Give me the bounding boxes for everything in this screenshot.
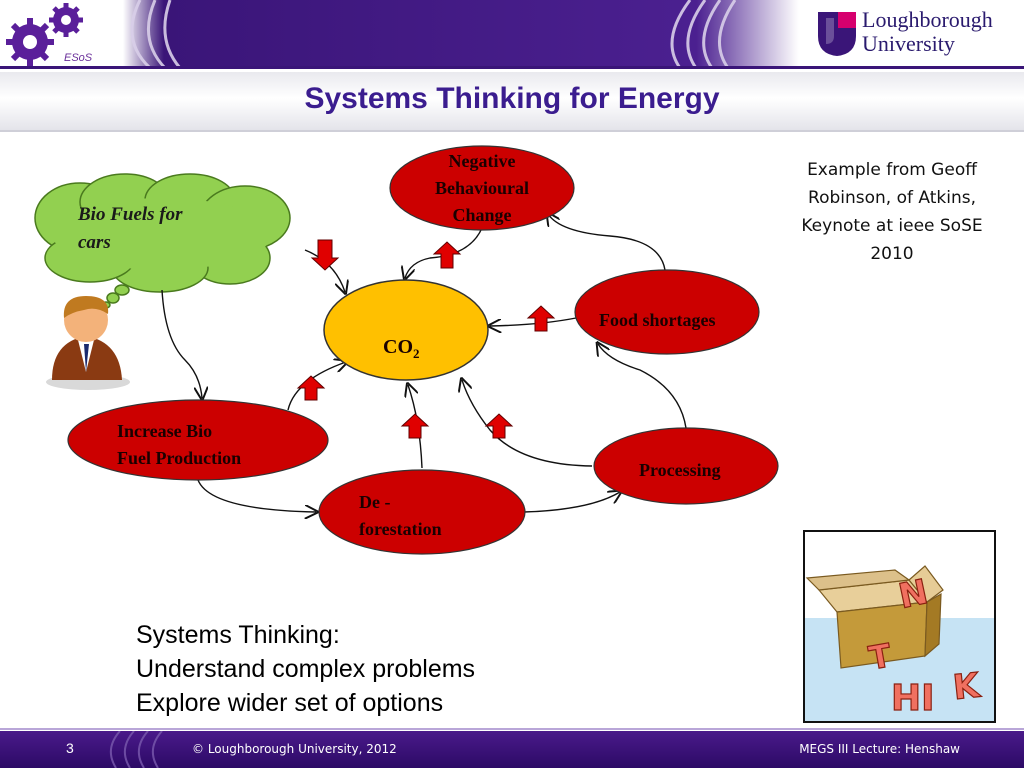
think-outside-box-image: N T HI K [803,530,996,723]
think-letter: N [895,572,931,617]
bullet-line: Understand complex problems [136,655,476,683]
edge-food-negative [548,214,666,271]
increase-label-line2: Fuel Production [117,448,242,468]
edge-negative-co2 [405,227,483,278]
think-letter: T [866,636,894,677]
bullet-line: Systems Thinking: [136,621,340,649]
cloud-label: Bio Fuels for cars [78,201,228,257]
think-letter: HI [891,678,935,719]
university-name: Loughborough University [862,8,993,56]
arrow-up-icon [432,241,462,269]
slide-title: Systems Thinking for Energy [304,82,720,115]
node-co2 [323,279,489,381]
example-note: Example from Geoff Robinson, of Atkins, … [780,156,1004,268]
arrow-up-icon [400,413,430,439]
cloud-label-line1: Bio Fuels for [78,204,183,225]
co2-text: CO [383,336,413,358]
university-logo-icon [818,12,856,56]
deforestation-label: De - forestation [359,489,442,543]
university-name-line1: Loughborough [862,7,993,32]
edge-deforest-processing [523,492,620,513]
footer-lecture: MEGS III Lecture: Henshaw [799,742,960,756]
negative-label: Negative Behavioural Change [412,148,552,229]
systems-thinking-text: Systems Thinking: Understand complex pro… [136,618,475,720]
cloud-label-line2: cars [78,232,111,253]
footer-swoosh [109,731,163,768]
co2-subscript: 2 [413,346,420,361]
footer-divider [0,728,1024,730]
person-icon [46,296,130,390]
processing-label: Processing [639,460,721,480]
slide-number: 3 [66,740,74,756]
negative-label-line3: Change [452,205,512,225]
edge-food-co2 [490,317,577,326]
deforestation-label-line2: forestation [359,519,442,539]
edge-processing-food [598,344,687,429]
negative-label-line1: Negative [448,151,516,171]
slide-footer [0,731,1024,768]
gear-icon [6,3,83,66]
arrow-up-icon [296,375,326,401]
example-line1: Example from Geoff [807,160,977,180]
increase-label: Increase Bio Fuel Production [117,418,241,472]
edge-cloud-increase [161,289,202,398]
bullet-line: Explore wider set of options [136,689,444,717]
esos-logo-label: ESoS [64,52,93,64]
box-illustration: N T HI K [805,565,994,721]
header-banner [0,0,1024,70]
node-processing [593,427,779,505]
node-increase-bio-fuel [67,399,329,481]
example-line2: Robinson, of Atkins, [808,188,976,208]
edge-increase-deforest [197,479,316,512]
node-deforestation [318,469,526,555]
example-line3: Keynote at ieee SoSE [801,216,983,236]
node-food-shortages [574,269,760,355]
arrow-up-icon [484,413,514,439]
node-negative-behavioural-change [389,145,575,231]
deforestation-label-line1: De - [359,492,391,512]
footer-copyright: © Loughborough University, 2012 [192,742,397,756]
example-line4: 2010 [870,244,914,264]
increase-label-line1: Increase Bio [117,421,213,441]
think-letter: K [951,665,983,708]
co2-label: CO2 [383,334,420,367]
title-band [0,72,1024,132]
arrow-down-icon [310,239,340,271]
edge-processing-co2 [462,380,593,467]
edge-cloud-co2 [304,249,345,292]
arrow-up-icon [526,305,556,332]
food-shortages-label: Food shortages [599,310,716,330]
slide-header: ESoS Loughborough University [0,0,1024,72]
negative-label-line2: Behavioural [434,178,529,198]
university-name-line2: University [862,31,955,56]
